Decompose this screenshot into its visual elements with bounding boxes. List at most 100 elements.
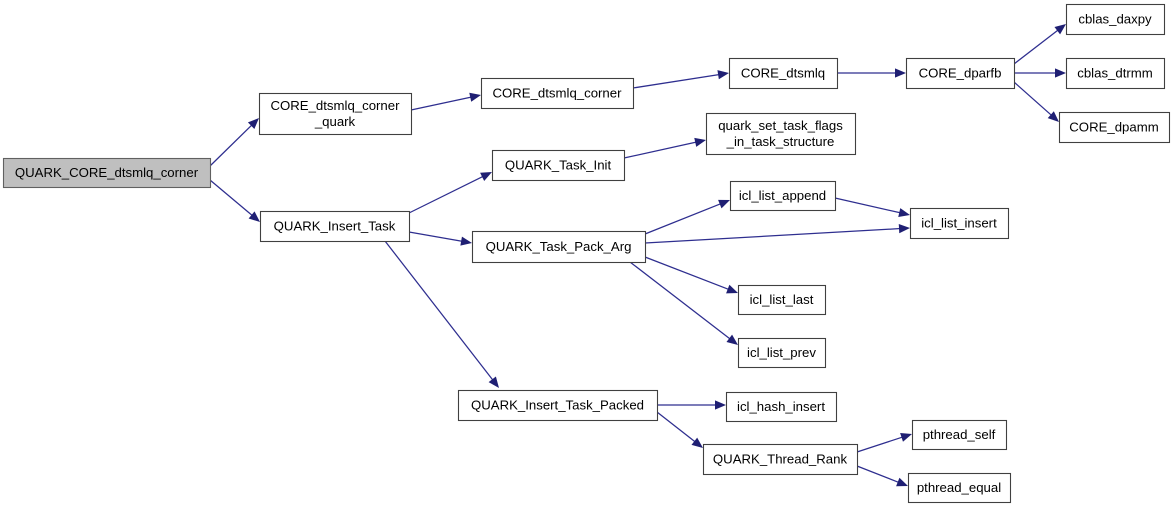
- arrowhead-icon: [726, 334, 738, 345]
- arrowhead-icon: [898, 208, 910, 218]
- arrowhead-icon: [694, 137, 706, 147]
- arrowhead-icon: [460, 236, 472, 246]
- node-label: cblas_dtrmm: [1077, 65, 1152, 80]
- edge-line: [834, 197, 901, 214]
- node-box[interactable]: [480, 77, 635, 110]
- node-box[interactable]: [1065, 57, 1166, 90]
- node-hash_insert[interactable]: icl_hash_insert: [725, 391, 838, 423]
- edge-line: [209, 124, 253, 167]
- node-list_last[interactable]: icl_list_last: [737, 284, 827, 316]
- edge-line: [384, 240, 494, 381]
- node-dtrmm[interactable]: cblas_dtrmm: [1065, 57, 1166, 90]
- edge-line: [856, 465, 900, 484]
- node-pack_arg[interactable]: QUARK_Task_Pack_Arg: [471, 230, 647, 264]
- node-list_append[interactable]: icl_list_append: [729, 180, 837, 212]
- edge-insert_packed-to-thread_rank: [656, 411, 703, 448]
- node-dtsmlq[interactable]: CORE_dtsmlq: [728, 57, 839, 90]
- node-box[interactable]: [737, 337, 827, 369]
- node-label: QUARK_Insert_Task_Packed: [471, 397, 644, 412]
- node-label: _quark: [314, 114, 356, 129]
- node-box[interactable]: [491, 149, 626, 182]
- edge-root-to-insert_task: [209, 179, 260, 222]
- node-task_init[interactable]: QUARK_Task_Init: [491, 149, 626, 182]
- node-label: quark_set_task_flags: [718, 118, 843, 133]
- edge-pack_arg-to-list_append: [644, 199, 730, 235]
- node-label: CORE_dtsmlq_corner: [493, 85, 623, 100]
- node-box[interactable]: [457, 389, 659, 422]
- arrowhead-icon: [895, 68, 906, 78]
- edge-pack_arg-to-list_insert: [644, 224, 910, 244]
- arrowhead-icon: [718, 199, 730, 209]
- node-label: QUARK_Thread_Rank: [713, 451, 848, 466]
- edge-corner-to-dtsmlq: [632, 70, 729, 89]
- node-pthread_equal[interactable]: pthread_equal: [907, 472, 1012, 504]
- node-box[interactable]: [909, 207, 1010, 240]
- node-label: pthread_self: [923, 427, 996, 442]
- node-thread_rank[interactable]: QUARK_Thread_Rank: [702, 443, 859, 476]
- arrowhead-icon: [726, 284, 738, 294]
- node-dparfb[interactable]: CORE_dparfb: [905, 57, 1016, 90]
- node-box[interactable]: [259, 210, 411, 243]
- node-box[interactable]: [728, 57, 839, 90]
- node-task_flags[interactable]: quark_set_task_flags_in_task_structure: [705, 112, 857, 156]
- node-daxpy[interactable]: cblas_daxpy: [1065, 3, 1166, 36]
- arrowhead-icon: [1054, 24, 1066, 35]
- node-corner[interactable]: CORE_dtsmlq_corner: [480, 77, 635, 110]
- edge-line: [629, 261, 731, 340]
- node-label: icl_list_last: [750, 292, 814, 307]
- node-label: QUARK_Task_Init: [505, 157, 612, 172]
- node-box[interactable]: [911, 419, 1008, 451]
- edge-line: [644, 256, 730, 291]
- arrowhead-icon: [900, 433, 912, 442]
- node-insert_task[interactable]: QUARK_Insert_Task: [259, 210, 411, 243]
- node-root[interactable]: QUARK_CORE_dtsmlq_corner: [2, 157, 212, 189]
- node-label: icl_list_append: [739, 188, 826, 203]
- node-box[interactable]: [1058, 111, 1171, 144]
- arrowhead-icon: [896, 477, 908, 487]
- arrowhead-icon: [898, 224, 910, 234]
- node-box[interactable]: [2, 157, 212, 189]
- node-box[interactable]: [258, 92, 413, 136]
- node-insert_packed[interactable]: QUARK_Insert_Task_Packed: [457, 389, 659, 422]
- node-label: icl_hash_insert: [737, 399, 825, 414]
- node-box[interactable]: [729, 180, 837, 212]
- edge-root-to-corner_quark: [209, 118, 259, 167]
- edge-thread_rank-to-pthread_equal: [856, 465, 908, 487]
- edge-line: [656, 411, 696, 443]
- arrowhead-icon: [488, 376, 499, 388]
- edge-dparfb-to-dtrmm: [1014, 68, 1066, 78]
- node-label: _in_task_structure: [726, 134, 835, 149]
- arrowhead-icon: [248, 211, 260, 222]
- node-box[interactable]: [705, 112, 857, 156]
- node-list_insert[interactable]: icl_list_insert: [909, 207, 1010, 240]
- arrowhead-icon: [480, 172, 492, 181]
- edge-insert_packed-to-hash_insert: [657, 400, 726, 410]
- node-label: QUARK_CORE_dtsmlq_corner: [15, 165, 199, 180]
- node-corner_quark[interactable]: CORE_dtsmlq_corner_quark: [258, 92, 413, 136]
- node-box[interactable]: [907, 472, 1012, 504]
- node-box[interactable]: [725, 391, 838, 423]
- node-label: CORE_dparfb: [919, 65, 1002, 80]
- edge-line: [1013, 81, 1053, 117]
- edge-line: [644, 202, 722, 235]
- edge-task_init-to-task_flags: [623, 137, 706, 159]
- node-list_prev[interactable]: icl_list_prev: [737, 337, 827, 369]
- node-dpamm[interactable]: CORE_dpamm: [1058, 111, 1171, 144]
- node-box[interactable]: [1065, 3, 1166, 36]
- edge-insert_task-to-insert_packed: [384, 240, 499, 388]
- node-label: pthread_equal: [917, 480, 1001, 495]
- node-pthread_self[interactable]: pthread_self: [911, 419, 1008, 451]
- node-box[interactable]: [702, 443, 859, 476]
- node-label: CORE_dtsmlq_corner: [271, 98, 401, 113]
- node-label: CORE_dtsmlq: [741, 65, 825, 80]
- edge-insert_task-to-pack_arg: [408, 231, 472, 246]
- nodes-layer: QUARK_CORE_dtsmlq_corner CORE_dtsmlq_corn…: [2, 3, 1171, 504]
- edge-line: [1013, 29, 1059, 65]
- edge-thread_rank-to-pthread_self: [856, 433, 912, 453]
- arrowhead-icon: [469, 92, 481, 102]
- node-box[interactable]: [737, 284, 827, 316]
- node-box[interactable]: [471, 230, 647, 264]
- node-box[interactable]: [905, 57, 1016, 90]
- arrowhead-icon: [715, 400, 726, 410]
